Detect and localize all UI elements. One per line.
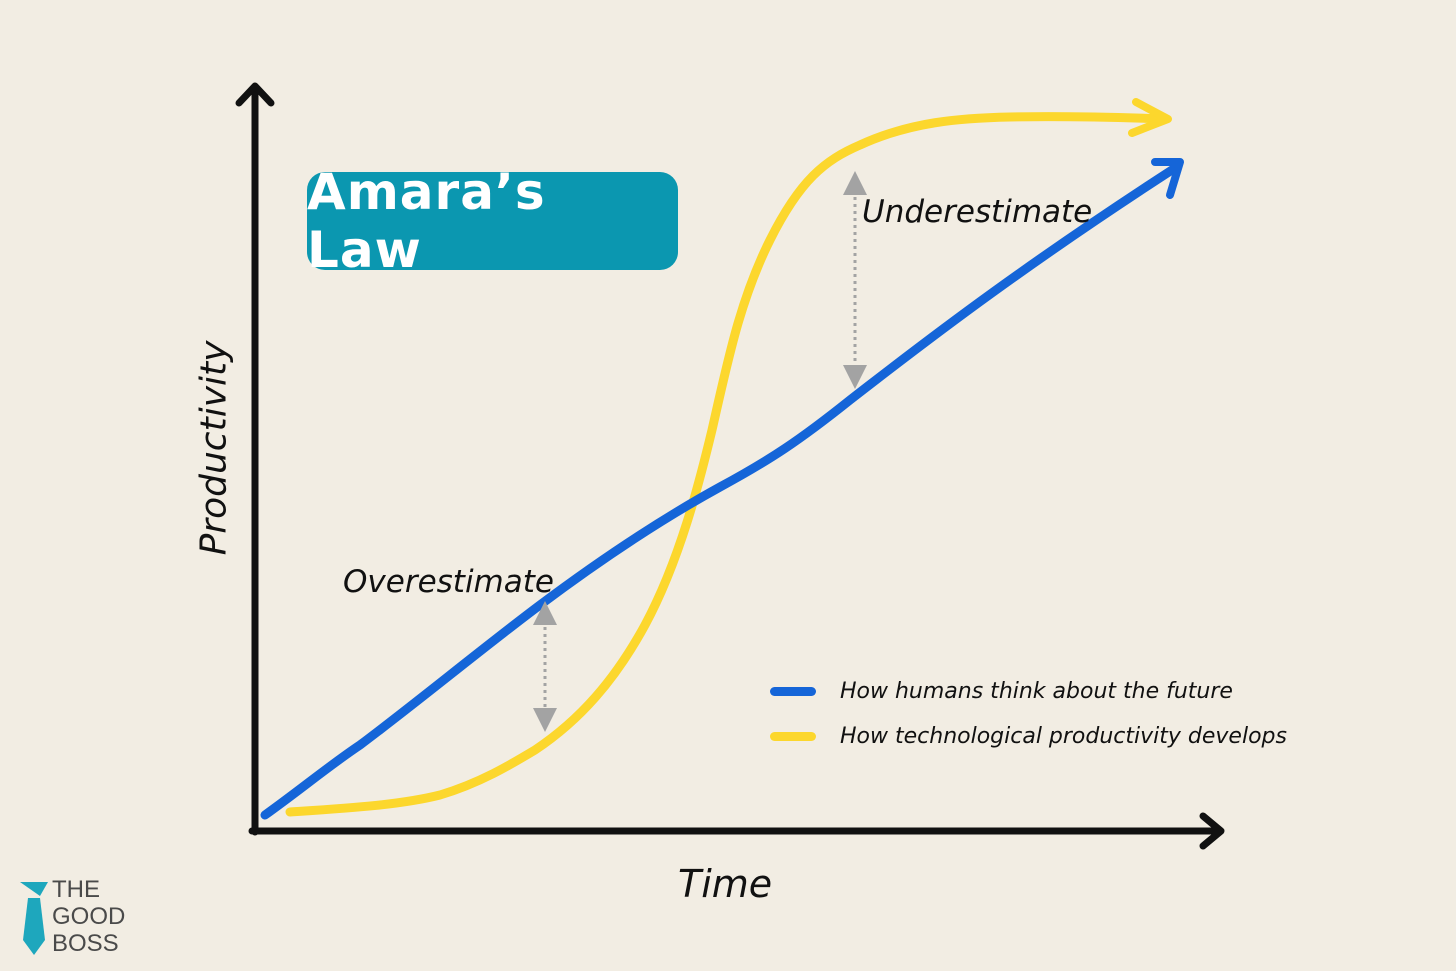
s-curve-arrowhead (1128, 98, 1172, 137)
legend-item-technology: How technological productivity develops (770, 724, 1287, 749)
legend-item-human: How humans think about the future (770, 679, 1233, 704)
legend-swatch-blue (770, 687, 816, 696)
x-axis-label: Time (678, 862, 773, 906)
legend-swatch-yellow (770, 732, 816, 741)
y-axis (235, 82, 275, 836)
logo-word: GOOD (52, 903, 126, 930)
y-axis-label: Productivity (193, 340, 235, 556)
necktie-icon (20, 882, 48, 955)
overestimate-label: Overestimate (343, 564, 554, 600)
diagram-title: Amara’s Law (307, 163, 546, 279)
technology-s-curve (285, 98, 1172, 817)
human-linear-line (260, 158, 1184, 820)
legend-label: How technological productivity develops (840, 724, 1287, 749)
x-axis-arrowhead (1199, 812, 1225, 850)
logo-word: BOSS (52, 930, 119, 957)
underestimate-label: Underestimate (862, 194, 1093, 230)
y-axis-arrowhead (235, 82, 275, 107)
logo: THE GOOD BOSS (18, 878, 158, 958)
logo-word: THE (52, 876, 100, 903)
linear-line-arrowhead (1151, 158, 1184, 199)
x-axis (248, 812, 1225, 850)
title-box: Amara’s Law (307, 163, 678, 279)
legend-label: How humans think about the future (840, 679, 1233, 704)
